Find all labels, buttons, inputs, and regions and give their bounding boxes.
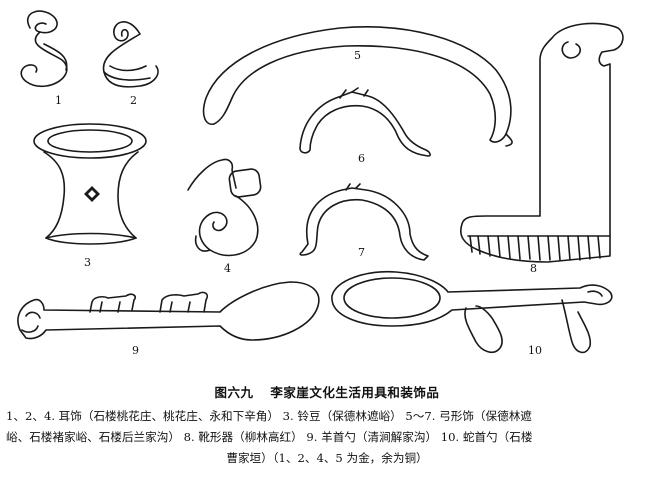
item-10-drawing: 10 — [331, 270, 613, 357]
item-9-drawing: 9 — [17, 281, 320, 357]
item-7-drawing: 7 — [299, 183, 429, 261]
item-9-label: 9 — [132, 344, 139, 357]
figure-title: 李家崖文化生活用具和装饰品 — [270, 385, 440, 400]
item-5-drawing: 5 — [202, 26, 513, 147]
item-5-label: 5 — [354, 49, 361, 62]
item-8-drawing: 8 — [460, 22, 624, 275]
item-6-drawing: 6 — [299, 87, 431, 165]
item-10-label: 10 — [528, 344, 542, 357]
item-6-label: 6 — [358, 152, 365, 165]
item-2-label: 2 — [130, 94, 137, 107]
note-line-1: 1、2、4. 耳饰（石楼桃花庄、桃花庄、永和下辛角） 3. 铃豆（保德林遮峪） … — [6, 409, 532, 423]
figure-number: 图六九 — [214, 385, 254, 400]
figure-notes: 1、2、4. 耳饰（石楼桃花庄、桃花庄、永和下辛角） 3. 铃豆（保德林遮峪） … — [6, 406, 648, 469]
note-line-3: 曹家垣）（1、2、4、5 为金，余为铜） — [226, 451, 428, 465]
item-8-label: 8 — [530, 262, 537, 275]
item-4-label: 4 — [224, 262, 231, 275]
item-7-label: 7 — [358, 246, 365, 259]
item-3-label: 3 — [84, 256, 91, 269]
note-line-2: 峪、石楼褚家峪、石楼后兰家沟） 8. 靴形器（柳林高红） 9. 羊首勺（清涧解家… — [6, 430, 533, 444]
item-3-drawing: 3 — [33, 123, 147, 269]
item-4-drawing: 4 — [187, 158, 262, 275]
figure-caption-title: 图六九 李家崖文化生活用具和装饰品 — [0, 382, 654, 401]
artifact-drawings: 1 2 3 4 5 6 7 — [17, 10, 624, 357]
item-2-drawing: 2 — [102, 21, 159, 107]
item-1-drawing: 1 — [20, 10, 68, 107]
figure-plate: 1 2 3 4 5 6 7 — [17, 10, 624, 357]
item-1-label: 1 — [55, 94, 62, 107]
